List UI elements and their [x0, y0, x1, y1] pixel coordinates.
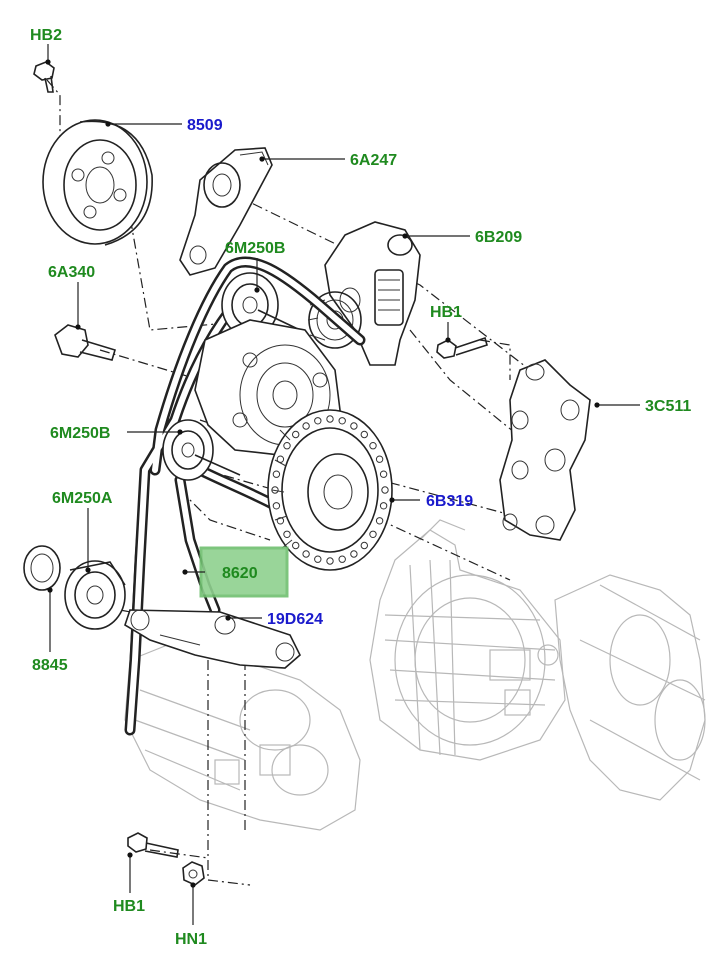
- crank-pulley-teeth: [271, 415, 389, 565]
- idler-bracket-19d624[interactable]: [124, 609, 301, 669]
- leader-dots: [45, 59, 600, 888]
- compressor-ghost: [124, 639, 361, 831]
- bracket-3c511[interactable]: [499, 359, 591, 541]
- pulley-tooth-hole: [350, 550, 358, 558]
- crankshaft-ghost: [554, 574, 706, 801]
- label-6m250a[interactable]: 6M250A: [52, 490, 113, 507]
- background-engine-parts: [124, 519, 706, 831]
- pulley-tooth-hole: [326, 557, 334, 565]
- pulley-tooth-hole: [338, 555, 346, 563]
- pulley-tooth-hole: [379, 470, 388, 478]
- pulley-tooth-hole: [272, 470, 281, 478]
- pulley-tooth-hole: [375, 517, 384, 525]
- pulley-tooth-hole: [369, 442, 377, 450]
- label-8509[interactable]: 8509: [187, 117, 223, 134]
- bolt-hb1-upper[interactable]: [436, 336, 488, 359]
- pulley-tooth-hole: [379, 502, 388, 510]
- label-hb1-upper[interactable]: HB1: [430, 304, 462, 321]
- leader-lines: [47, 44, 640, 925]
- crank-pulley-6b319[interactable]: [267, 409, 393, 571]
- pulley-tooth-hole: [276, 517, 285, 525]
- idler-pulley-6m250a[interactable]: [64, 560, 126, 630]
- label-6m250b-lower[interactable]: 6M250B: [50, 425, 110, 442]
- label-6b209[interactable]: 6B209: [475, 229, 522, 246]
- label-6a247[interactable]: 6A247: [350, 152, 397, 169]
- pulley-tooth-hole: [360, 430, 368, 439]
- pulley-tooth-hole: [314, 555, 322, 563]
- pulley-tooth-hole: [314, 417, 322, 425]
- label-3c511[interactable]: 3C511: [645, 398, 691, 415]
- pulley-tooth-hole: [292, 430, 300, 439]
- pulley-tooth-hole: [276, 455, 285, 463]
- part-8620-highlight: [199, 546, 289, 598]
- pulley-tooth-hole: [292, 541, 300, 550]
- label-hn1[interactable]: HN1: [175, 931, 207, 948]
- bolt-hb1-lower[interactable]: [127, 832, 179, 858]
- pulley-tooth-hole: [283, 530, 291, 538]
- tensioner-arm-6a247[interactable]: [179, 147, 273, 276]
- idler-pulley-6m250b-lower[interactable]: [162, 419, 241, 481]
- label-hb2[interactable]: HB2: [30, 27, 62, 44]
- bolt-hb2[interactable]: [33, 61, 55, 93]
- alternator-ghost: [369, 519, 566, 761]
- pulley-tooth-hole: [350, 422, 358, 430]
- label-8620[interactable]: 8620: [222, 565, 258, 582]
- label-6b319[interactable]: 6B319: [426, 493, 473, 510]
- pulley-tooth-hole: [338, 417, 346, 425]
- pulley-tooth-hole: [360, 541, 368, 550]
- label-6m250b-upper[interactable]: 6M250B: [225, 240, 285, 257]
- part-labels: HB2 8509 6A247 6B209 6M250B 6A340 HB1 3C…: [30, 27, 691, 948]
- label-6a340[interactable]: 6A340: [48, 264, 95, 281]
- label-19d624[interactable]: 19D624: [267, 611, 323, 628]
- label-8845[interactable]: 8845: [32, 657, 68, 674]
- bolt-6a340[interactable]: [54, 324, 116, 361]
- pulley-tooth-hole: [326, 415, 334, 423]
- pulley-tooth-hole: [375, 455, 384, 463]
- nut-hn1[interactable]: [182, 861, 205, 886]
- pulley-tooth-hole: [302, 550, 310, 558]
- dust-cap-8845[interactable]: [23, 545, 61, 591]
- pulley-tooth-hole: [369, 530, 377, 538]
- pulley-tooth-hole: [381, 486, 389, 494]
- pulley-tooth-hole: [271, 486, 279, 494]
- pulley-tooth-hole: [283, 442, 291, 450]
- pulley-8509[interactable]: [42, 119, 153, 246]
- pulley-tooth-hole: [302, 422, 310, 430]
- label-hb1-lower[interactable]: HB1: [113, 898, 145, 915]
- pulley-tooth-hole: [272, 502, 281, 510]
- tensioner-6b209[interactable]: [307, 221, 421, 366]
